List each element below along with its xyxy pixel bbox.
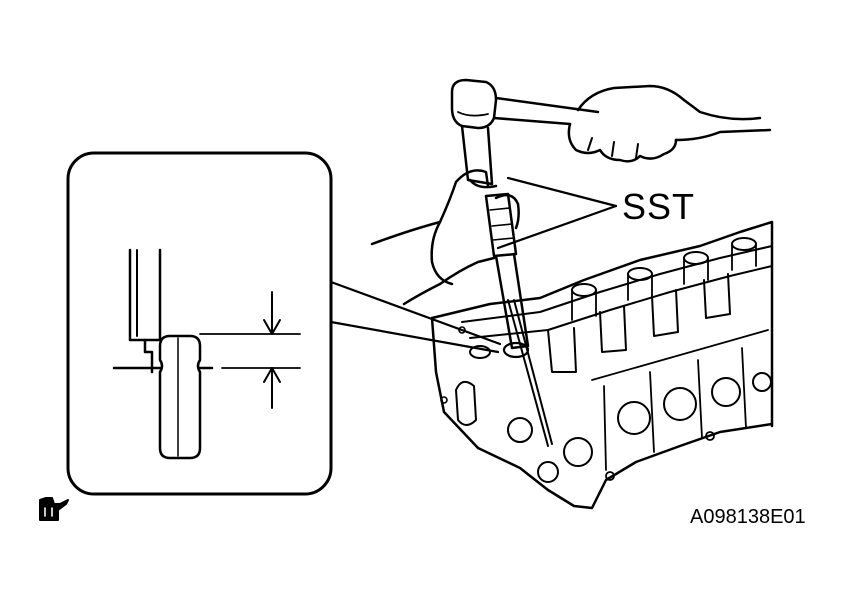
figure-id: A098138E01 [690,506,806,528]
left-hand [370,169,520,306]
dimension-arrow-top [263,291,281,335]
oil-can-icon [39,497,69,521]
dimension-arrow-bottom [263,367,281,409]
detail-inset [66,151,333,496]
hammer [450,78,600,130]
hammer-head [450,78,498,130]
inset-valve-guide [158,334,202,460]
sst-leader [496,176,618,250]
hammer-handle [492,96,600,126]
callout-leader [329,280,502,354]
inset-tool [128,248,162,342]
cylinder-head [430,220,774,510]
right-hand [567,84,772,163]
sst-callout-label: SST [622,186,696,227]
